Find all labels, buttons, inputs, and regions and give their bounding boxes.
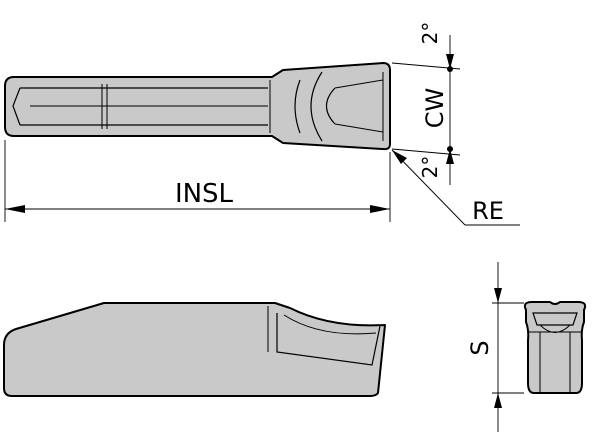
angle-label-top: 2°: [418, 22, 442, 45]
side-view: [3, 302, 386, 397]
end-view-chipbreaker: [532, 312, 578, 326]
cw-point-top: [447, 66, 453, 72]
end-view: [523, 301, 587, 394]
insl-label: INSL: [175, 179, 234, 209]
cw-dimension: CW 2° 2°: [391, 22, 461, 185]
side-view-body: [3, 302, 386, 397]
side-view-relief-curve: [283, 314, 377, 335]
side-view-relief: [276, 313, 381, 366]
re-leader: RE: [391, 149, 520, 226]
top-view-head-curve: [294, 79, 301, 134]
top-view-head-curve: [310, 71, 323, 142]
angle-label-bottom: 2°: [418, 156, 442, 179]
s-dimension: S: [466, 262, 524, 432]
cw-arrowhead-top: [446, 54, 454, 69]
cw-label: CW: [421, 88, 449, 129]
top-view-head-line: [334, 79, 384, 89]
re-label: RE: [472, 197, 504, 225]
s-label: S: [466, 340, 494, 355]
cw-arrowhead-bottom: [446, 149, 454, 164]
s-arrowhead-top: [494, 288, 502, 303]
cw-extension-bottom: [391, 148, 461, 156]
top-view: [4, 62, 391, 151]
top-view-head-line: [334, 123, 384, 133]
arrowhead-right: [370, 205, 390, 213]
s-arrowhead-bottom: [494, 393, 502, 408]
insl-dimension: INSL: [4, 140, 391, 222]
re-arrowhead: [392, 150, 407, 164]
top-view-end-chamfer: [12, 87, 21, 126]
arrowhead-left: [5, 205, 25, 213]
cw-point-bottom: [447, 146, 453, 152]
top-view-head-curve: [325, 87, 336, 125]
re-leader-line: [391, 149, 466, 226]
